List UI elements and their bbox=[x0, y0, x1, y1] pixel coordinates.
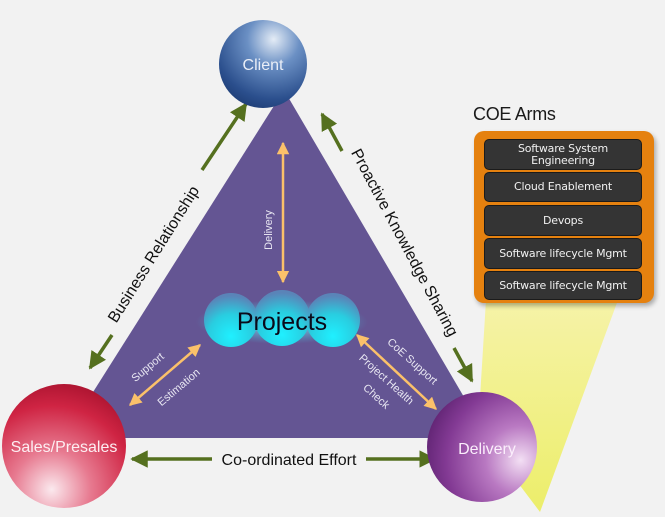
coe-item-label: Devops bbox=[543, 213, 583, 227]
coe-support-arrow bbox=[356, 334, 437, 410]
delivery-link-label: Delivery bbox=[263, 210, 275, 250]
coe-item-software-system-engineering: Software System Engineering bbox=[484, 139, 642, 170]
projects-label: Projects bbox=[237, 308, 327, 336]
client-label: Client bbox=[243, 57, 284, 74]
support-estimation-arrow bbox=[129, 344, 201, 406]
delivery-label: Delivery bbox=[458, 441, 516, 458]
coe-item-line2: Engineering bbox=[531, 153, 595, 167]
knowledge-sharing-arrow-up bbox=[320, 112, 344, 152]
coordinated-effort-label: Co-ordinated Effort bbox=[222, 452, 357, 469]
sales-presales-node: Sales/Presales bbox=[2, 384, 126, 508]
coe-item-software-lifecycle-mgmt-2: Software lifecycle Mgmt bbox=[484, 271, 642, 300]
business-relationship-arrow-down bbox=[88, 334, 114, 370]
coe-item-line1: Software System bbox=[517, 141, 608, 155]
coe-item-label: Software lifecycle Mgmt bbox=[499, 246, 627, 260]
client-node: Client bbox=[219, 20, 307, 108]
coe-item-label: Software lifecycle Mgmt bbox=[499, 278, 627, 292]
coe-arms-panel: Software System Engineering Cloud Enable… bbox=[474, 131, 654, 303]
business-relationship-arrow-up bbox=[200, 102, 248, 171]
sales-presales-label: Sales/Presales bbox=[11, 439, 118, 456]
coe-item-cloud-enablement: Cloud Enablement bbox=[484, 172, 642, 202]
coe-item-label: Cloud Enablement bbox=[514, 180, 612, 193]
coe-item-devops: Devops bbox=[484, 205, 642, 236]
delivery-node: Delivery bbox=[427, 392, 537, 502]
coe-arms-title: COE Arms bbox=[473, 104, 556, 124]
knowledge-sharing-arrow-down bbox=[452, 347, 474, 383]
coe-item-software-lifecycle-mgmt: Software lifecycle Mgmt bbox=[484, 238, 642, 269]
projects-node: Projects bbox=[196, 290, 368, 347]
